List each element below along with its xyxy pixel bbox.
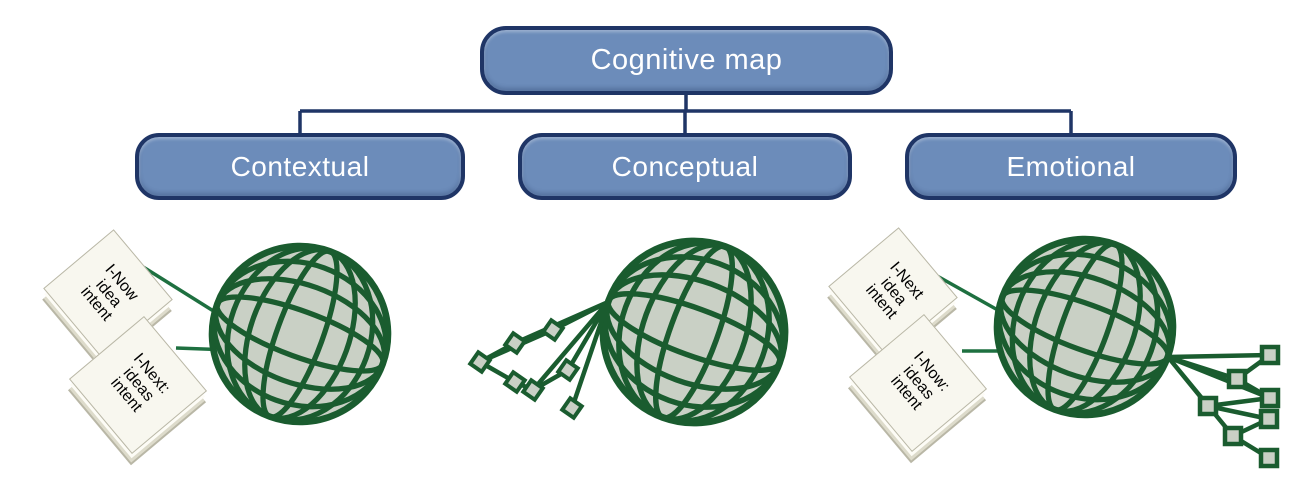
conceptual-illustration bbox=[467, 215, 810, 448]
node-cognitive-map: Cognitive map bbox=[480, 26, 893, 95]
concept-network bbox=[478, 299, 611, 409]
node-label: Contextual bbox=[230, 150, 370, 182]
node-label: Conceptual bbox=[611, 150, 759, 182]
emotional-illustration bbox=[929, 214, 1281, 469]
node-emotional: Emotional bbox=[905, 133, 1237, 200]
node-label: Cognitive map bbox=[590, 44, 783, 76]
node-contextual: Contextual bbox=[135, 133, 465, 200]
node-label: Emotional bbox=[1006, 150, 1136, 182]
node-conceptual: Conceptual bbox=[518, 133, 852, 200]
globe-icon bbox=[577, 215, 810, 448]
network-nodes bbox=[1197, 344, 1281, 469]
globe-icon bbox=[187, 221, 413, 447]
network-nodes bbox=[467, 317, 585, 421]
globe-icon bbox=[972, 214, 1198, 440]
emotion-network bbox=[1166, 352, 1272, 460]
tree-connectors bbox=[298, 95, 1073, 133]
contextual-illustration bbox=[139, 221, 413, 447]
